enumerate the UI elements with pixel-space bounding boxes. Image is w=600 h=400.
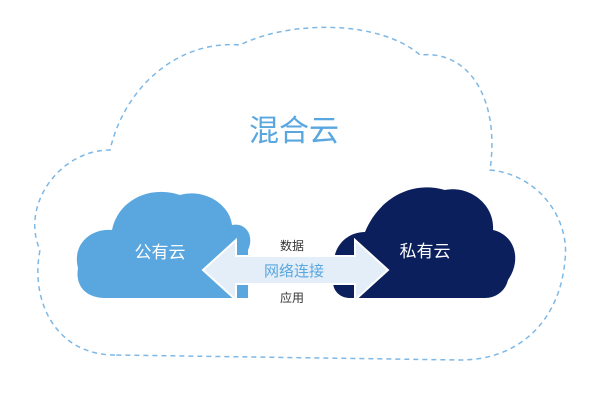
- network-connection-label: 网络连接: [264, 262, 324, 280]
- hybrid-cloud-title: 混合云: [249, 114, 339, 149]
- hybrid-cloud-outline: [34, 26, 567, 361]
- data-label: 数据: [280, 238, 304, 253]
- network-connection-arrow: [201, 237, 390, 303]
- private-cloud-label: 私有云: [400, 242, 451, 262]
- public-cloud-label: 公有云: [135, 243, 186, 263]
- application-label: 应用: [280, 290, 304, 305]
